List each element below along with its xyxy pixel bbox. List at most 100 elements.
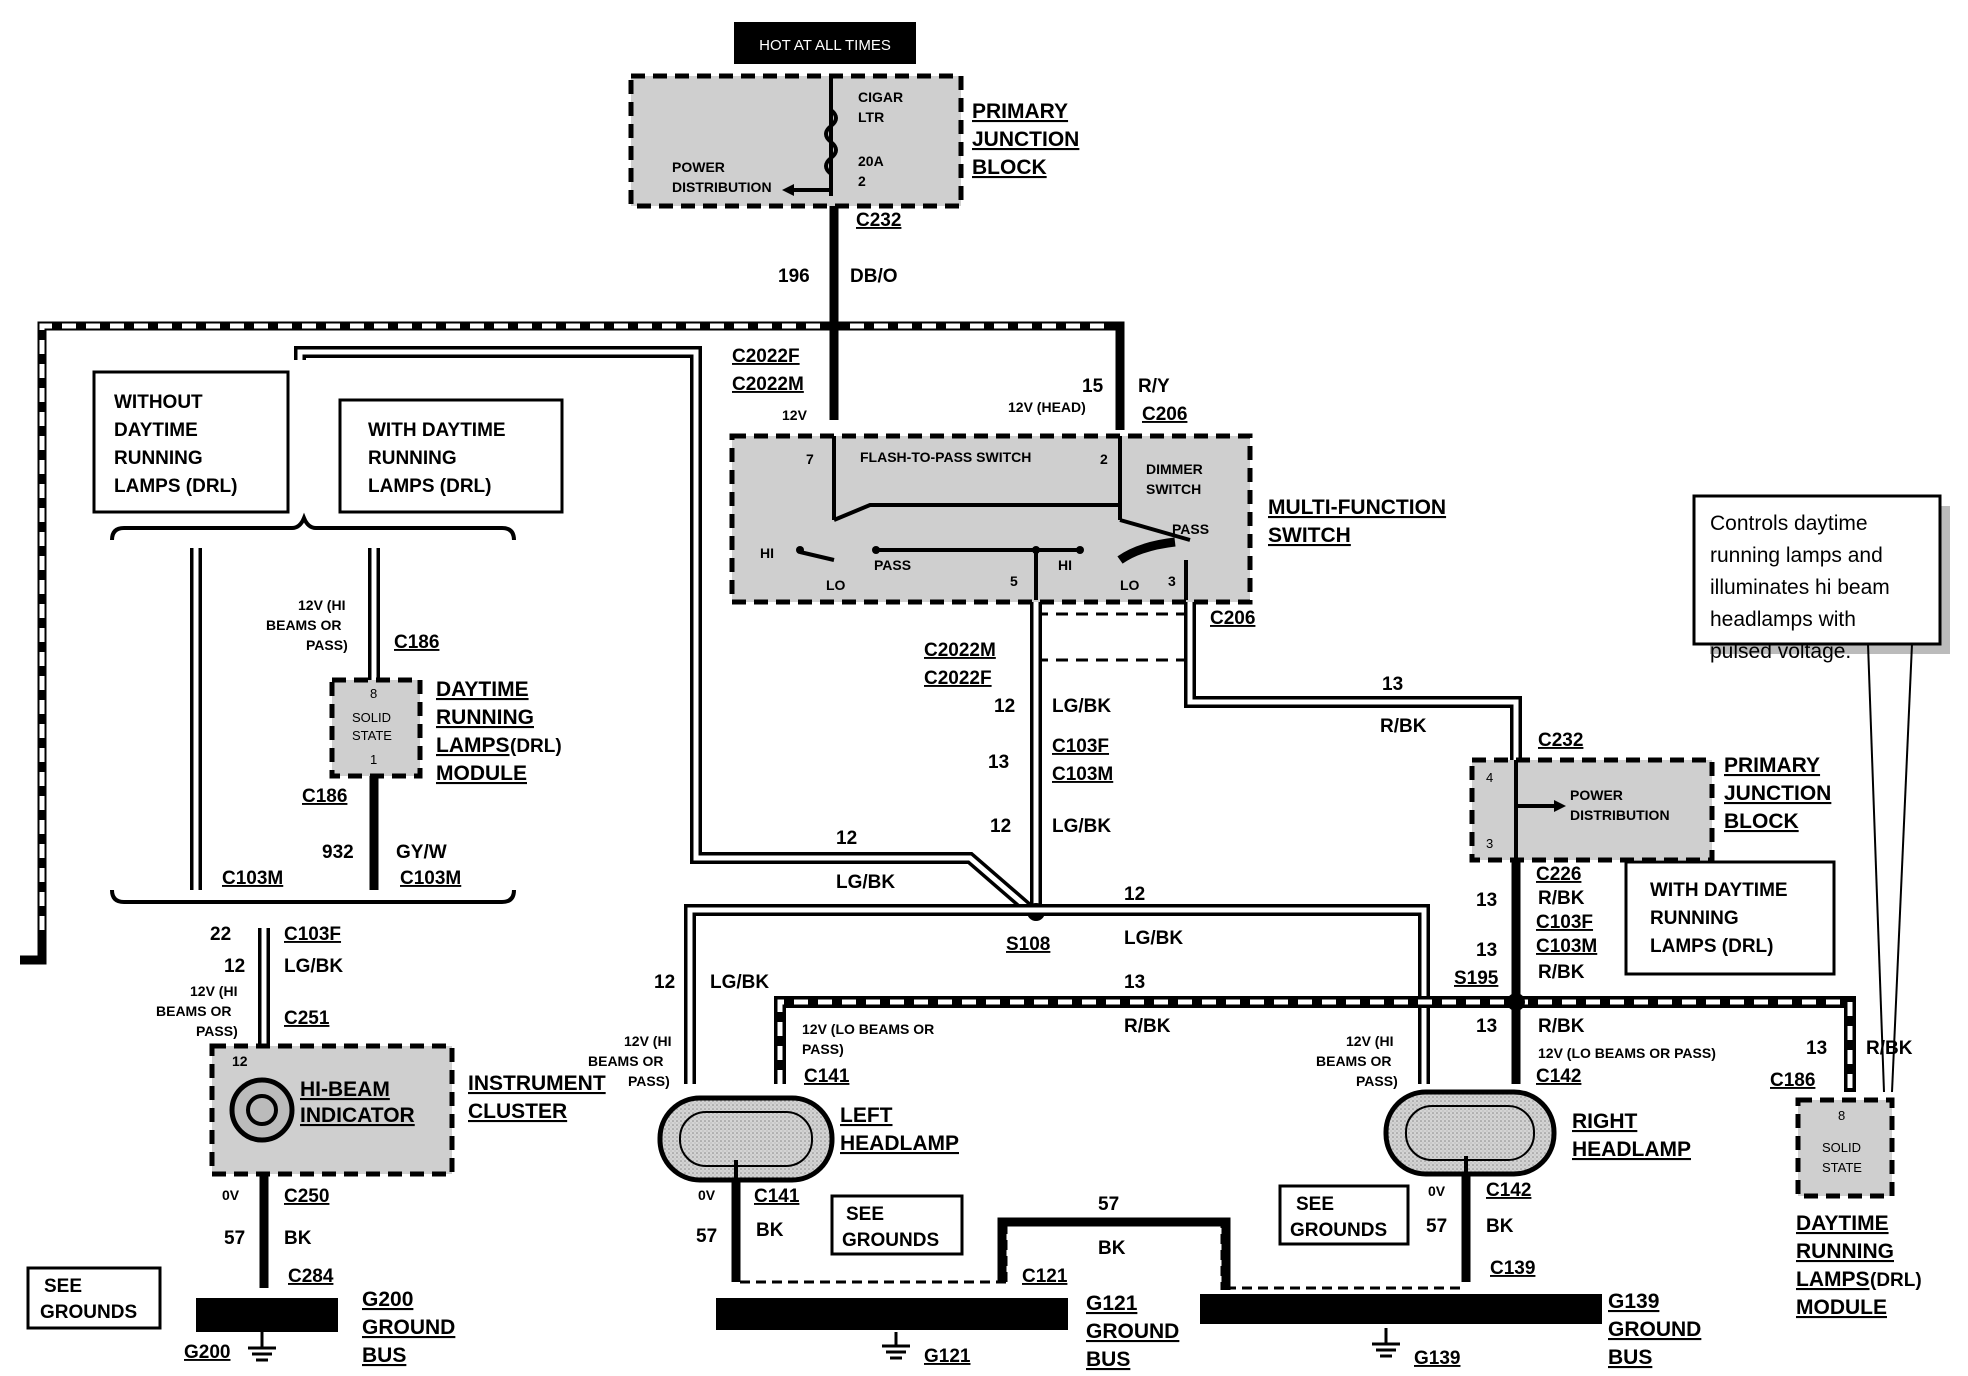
- pjb-right-circ13c: 13: [1476, 1016, 1497, 1037]
- cluster-pin12: 12: [232, 1053, 248, 1069]
- center-c13: 13: [988, 752, 1009, 773]
- mfs-dimmer-1: DIMMER: [1146, 461, 1203, 477]
- see-grounds-g139: SEE GROUNDS: [1278, 1184, 1410, 1246]
- drl-left-solid: SOLID: [352, 710, 391, 725]
- cluster-c284: C284: [288, 1266, 334, 1287]
- drl-left-col: GY/W: [396, 842, 447, 863]
- right-lamp-t1: RIGHT: [1572, 1110, 1638, 1133]
- mfs-pass-r: PASS: [1172, 521, 1209, 537]
- left-lamp-v-lo-2: PASS): [802, 1041, 844, 1057]
- cluster-t1: INSTRUMENT: [468, 1072, 606, 1095]
- drl-right-state: STATE: [1822, 1160, 1862, 1175]
- drl-right-t2: RUNNING: [1796, 1240, 1894, 1263]
- cluster-ind-2: INDICATOR: [300, 1104, 415, 1127]
- pjb-top-power-2: DISTRIBUTION: [672, 179, 772, 195]
- mfs-lo-r: LO: [1120, 577, 1140, 593]
- drl-right-note-3: illuminates hi beam: [1710, 576, 1890, 599]
- with-drl-box-left: WITH DAYTIME RUNNING LAMPS (DRL): [338, 398, 564, 514]
- pjb-right-rbk: R/BK: [1538, 888, 1585, 909]
- mfs-c-m: C2022M: [732, 374, 804, 395]
- mfs-hi-m: HI: [1058, 557, 1072, 573]
- drl-left-v-2: BEAMS OR: [266, 617, 341, 633]
- pjb-top-title-1: PRIMARY: [972, 100, 1068, 123]
- mfs-c-f: C2022F: [732, 346, 800, 367]
- pjb-top-conn: C232: [856, 210, 901, 231]
- left-lamp-ov: 0V: [698, 1187, 716, 1203]
- right-lamp-v-hi-3: PASS): [1356, 1073, 1398, 1089]
- cluster-circ57: 57: [224, 1228, 245, 1249]
- left-boxes-without-4: LAMPS (DRL): [114, 476, 237, 497]
- left-lamp-c141: C141: [804, 1066, 850, 1087]
- cluster-g-1: G200: [362, 1288, 413, 1311]
- left-lamp-bridge-bk: BK: [1098, 1238, 1126, 1259]
- mfs-hi-l: HI: [760, 545, 774, 561]
- right-lamp-g-1: G139: [1608, 1290, 1659, 1313]
- right-lamp-v-hi-1: 12V (HI: [1346, 1033, 1393, 1049]
- left-lamp-see-1: SEE: [846, 1204, 884, 1225]
- mfs-v12head: 12V (HEAD): [1008, 399, 1086, 415]
- pjb-right-v-lo: 12V (LO BEAMS OR PASS): [1538, 1045, 1716, 1061]
- drl-right-note-4: headlamps with: [1710, 608, 1856, 631]
- left-lamp-g-1: G121: [1086, 1292, 1138, 1315]
- drl-right-note-1: Controls daytime: [1710, 512, 1868, 535]
- mfs-flash: FLASH-TO-PASS SWITCH: [860, 449, 1031, 465]
- left-lamp-circ12: 12: [654, 972, 675, 993]
- mfs-title-2: SWITCH: [1268, 524, 1351, 547]
- without-drl-box: WITHOUT DAYTIME RUNNING LAMPS (DRL): [92, 370, 290, 514]
- drl-right-with-3: LAMPS (DRL): [1650, 936, 1773, 957]
- drl-left-t4: MODULE: [436, 762, 527, 785]
- cluster-v-3: PASS): [196, 1023, 238, 1039]
- cluster-see-2: GROUNDS: [40, 1302, 137, 1323]
- mfs-v12: 12V: [782, 407, 808, 423]
- primary-junction-block-right: 4 3 POWER DISTRIBUTION: [1469, 757, 1715, 863]
- see-grounds-g200: SEE GROUNDS: [26, 1266, 162, 1330]
- mfs-c2022f-bot: C2022F: [924, 668, 992, 689]
- pjb-right-c103f: C103F: [1536, 912, 1593, 933]
- left-boxes-with-3: LAMPS (DRL): [368, 476, 491, 497]
- left-lamp-bridge57: 57: [1098, 1194, 1119, 1215]
- pjb-top-title-3: BLOCK: [972, 156, 1047, 179]
- g121-ground-bus: [716, 1298, 1068, 1330]
- left-boxes-with-2: RUNNING: [368, 448, 457, 469]
- center-r12: 12: [1124, 884, 1145, 905]
- mfs-c206-top: C206: [1142, 404, 1187, 425]
- drl-right-rbk: R/BK: [1866, 1038, 1913, 1059]
- mfs-pin3: 3: [1168, 573, 1176, 589]
- cluster-g200: G200: [184, 1342, 230, 1363]
- drl-left-state: STATE: [352, 728, 392, 743]
- drl-right-t1: DAYTIME: [1796, 1212, 1889, 1235]
- mfs-col15: R/Y: [1138, 376, 1170, 397]
- drl-left-t1: DAYTIME: [436, 678, 529, 701]
- pjb-top-cigar-2: LTR: [858, 109, 884, 125]
- drl-right-note-5: pulsed voltage.: [1710, 640, 1851, 663]
- center-c12b: 12: [990, 816, 1011, 837]
- center-r13: 13: [1124, 972, 1145, 993]
- center-lgbk: LG/BK: [1052, 696, 1111, 717]
- cluster-g-2: GROUND: [362, 1316, 455, 1339]
- pjb-right-t3: BLOCK: [1724, 810, 1799, 833]
- cluster-c250: C250: [284, 1186, 329, 1207]
- left-lamp-see-2: GROUNDS: [842, 1230, 939, 1251]
- drl-right-with-1: WITH DAYTIME: [1650, 880, 1788, 901]
- left-lamp-t1: LEFT: [840, 1104, 893, 1127]
- drl-right-c186: C186: [1770, 1070, 1815, 1091]
- drl-left-v-1: 12V (HI: [298, 597, 345, 613]
- mfs-title-1: MULTI-FUNCTION: [1268, 496, 1446, 519]
- instrument-cluster: 12 HI-BEAM INDICATOR: [209, 1043, 455, 1177]
- drl-left-t2: RUNNING: [436, 706, 534, 729]
- right-lamp-circ57: 57: [1426, 1216, 1447, 1237]
- center-s108: S108: [1006, 934, 1050, 955]
- right-headlamp: [1383, 1089, 1557, 1177]
- mfs-circ15: 15: [1082, 376, 1104, 397]
- left-lamp-col12: LG/BK: [710, 972, 769, 993]
- left-boxes-with-1: WITH DAYTIME: [368, 420, 506, 441]
- hot-label-box: [734, 22, 916, 64]
- pjb-right-power-2: DISTRIBUTION: [1570, 807, 1670, 823]
- drl-right-circ13: 13: [1806, 1038, 1827, 1059]
- drl-module-right: 8 SOLID STATE: [1795, 1097, 1895, 1199]
- drl-left-circ: 932: [322, 842, 354, 863]
- cluster-circ22: 22: [210, 924, 231, 945]
- pjb-top-fuse-no: 2: [858, 173, 866, 189]
- left-lamp-v-hi-1: 12V (HI: [624, 1033, 671, 1049]
- cluster-see-1: SEE: [44, 1276, 82, 1297]
